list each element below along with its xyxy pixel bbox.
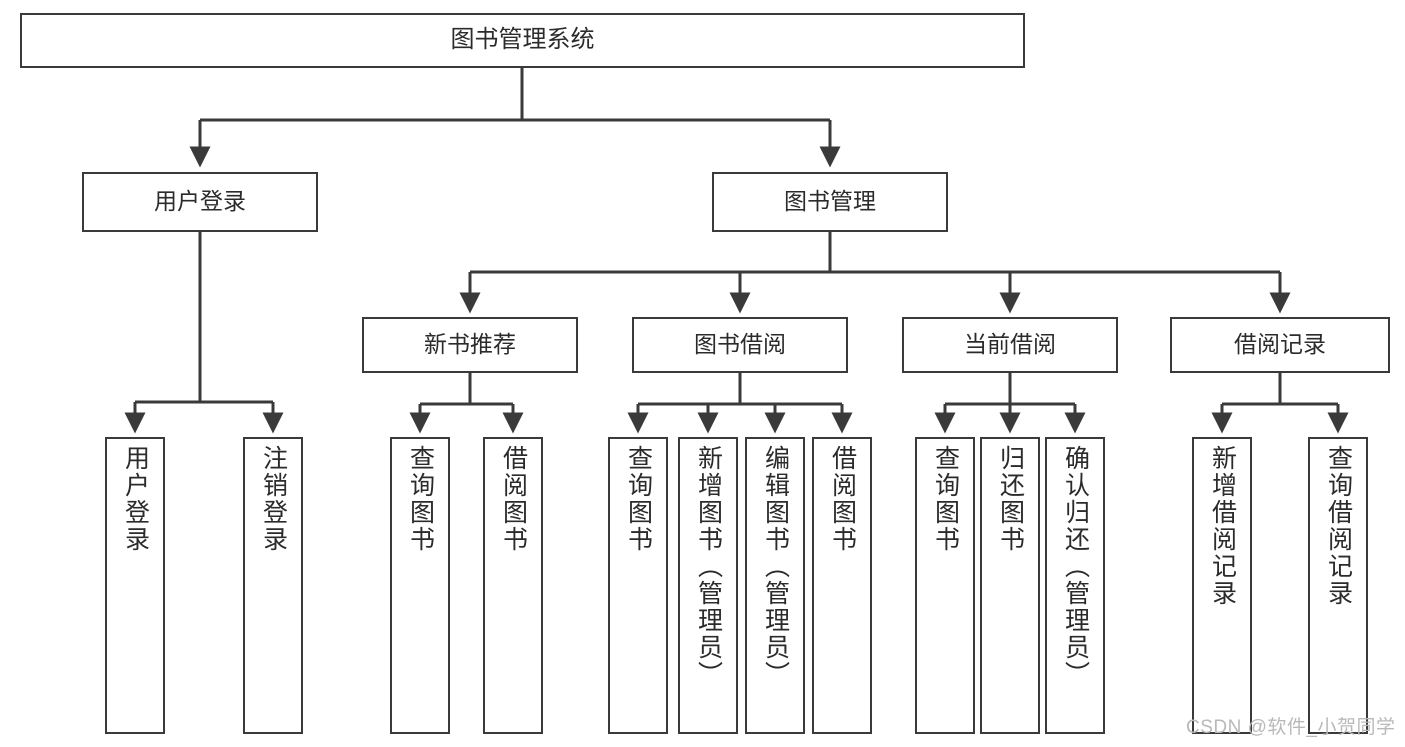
node-label: 查询借阅记录 — [1324, 445, 1353, 607]
node-label: 图书借阅 — [694, 331, 786, 358]
leaf-logout[interactable]: 注销登录 — [243, 437, 303, 734]
leaf-query-book-borrow[interactable]: 查询图书 — [608, 437, 668, 734]
node-current-borrow[interactable]: 当前借阅 — [902, 317, 1118, 373]
node-label: 新增图书（管理员） — [694, 445, 723, 688]
node-label: 图书管理系统 — [450, 26, 595, 54]
node-label: 新增借阅记录 — [1208, 445, 1237, 607]
node-book-borrow[interactable]: 图书借阅 — [632, 317, 848, 373]
node-label: 查询图书 — [931, 445, 960, 553]
node-label: 查询图书 — [406, 445, 435, 553]
node-label: 确认归还（管理员） — [1061, 445, 1090, 688]
node-borrow-record[interactable]: 借阅记录 — [1170, 317, 1390, 373]
leaf-borrow-book[interactable]: 借阅图书 — [812, 437, 872, 734]
node-user-login[interactable]: 用户登录 — [82, 172, 318, 232]
node-label: 查询图书 — [624, 445, 653, 553]
node-label: 用户登录 — [154, 188, 246, 215]
node-root-book-management-system[interactable]: 图书管理系统 — [20, 13, 1025, 68]
leaf-user-login[interactable]: 用户登录 — [105, 437, 165, 734]
leaf-query-book-current[interactable]: 查询图书 — [915, 437, 975, 734]
leaf-confirm-return-admin[interactable]: 确认归还（管理员） — [1045, 437, 1105, 734]
leaf-edit-book-admin[interactable]: 编辑图书（管理员） — [745, 437, 805, 734]
node-book-management[interactable]: 图书管理 — [712, 172, 948, 232]
node-label: 归还图书 — [996, 445, 1025, 553]
node-label: 图书管理 — [784, 188, 876, 215]
node-new-book-recommend[interactable]: 新书推荐 — [362, 317, 578, 373]
node-label: 借阅图书 — [499, 445, 528, 553]
leaf-return-book[interactable]: 归还图书 — [980, 437, 1040, 734]
leaf-add-borrow-record[interactable]: 新增借阅记录 — [1192, 437, 1252, 734]
node-label: 用户登录 — [121, 445, 150, 553]
watermark: CSDN @软件_小贺同学 — [1186, 717, 1396, 738]
node-label: 注销登录 — [259, 445, 288, 553]
node-label: 借阅图书 — [828, 445, 857, 553]
node-label: 当前借阅 — [964, 331, 1056, 358]
leaf-query-book-recommend[interactable]: 查询图书 — [390, 437, 450, 734]
leaf-borrow-book-recommend[interactable]: 借阅图书 — [483, 437, 543, 734]
node-label: 新书推荐 — [424, 331, 516, 358]
node-label: 借阅记录 — [1234, 331, 1326, 358]
leaf-add-book-admin[interactable]: 新增图书（管理员） — [678, 437, 738, 734]
node-label: 编辑图书（管理员） — [761, 445, 790, 688]
leaf-query-borrow-record[interactable]: 查询借阅记录 — [1308, 437, 1368, 734]
